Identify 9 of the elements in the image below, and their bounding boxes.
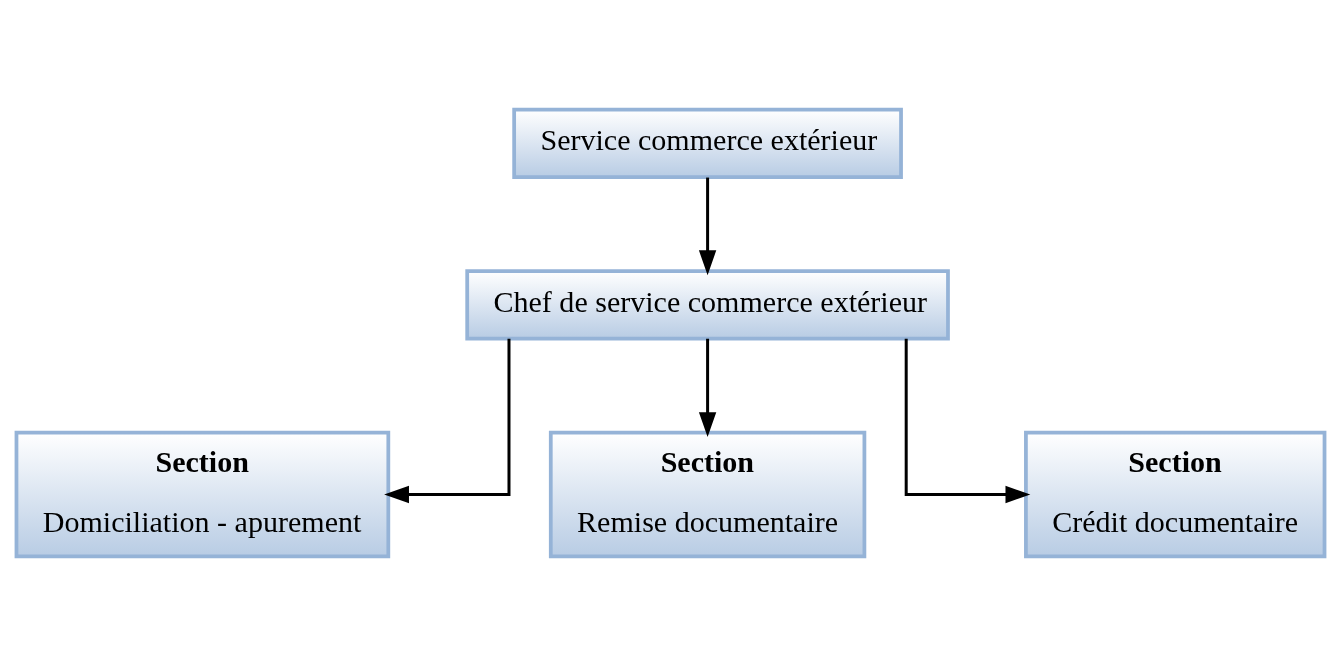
arrow (904, 338, 1031, 504)
node-box: Section Crédit documentaire (1024, 430, 1327, 559)
node-box: Section Remise documentaire (548, 430, 867, 559)
arrow (698, 338, 717, 438)
node-box: Chef de service commerce extérieur (465, 269, 950, 341)
node-box: Section Domiciliation - apurement (14, 430, 391, 559)
arrow (698, 177, 717, 276)
node-box: Service commerce extérieur (512, 107, 903, 179)
arrow (384, 338, 511, 504)
